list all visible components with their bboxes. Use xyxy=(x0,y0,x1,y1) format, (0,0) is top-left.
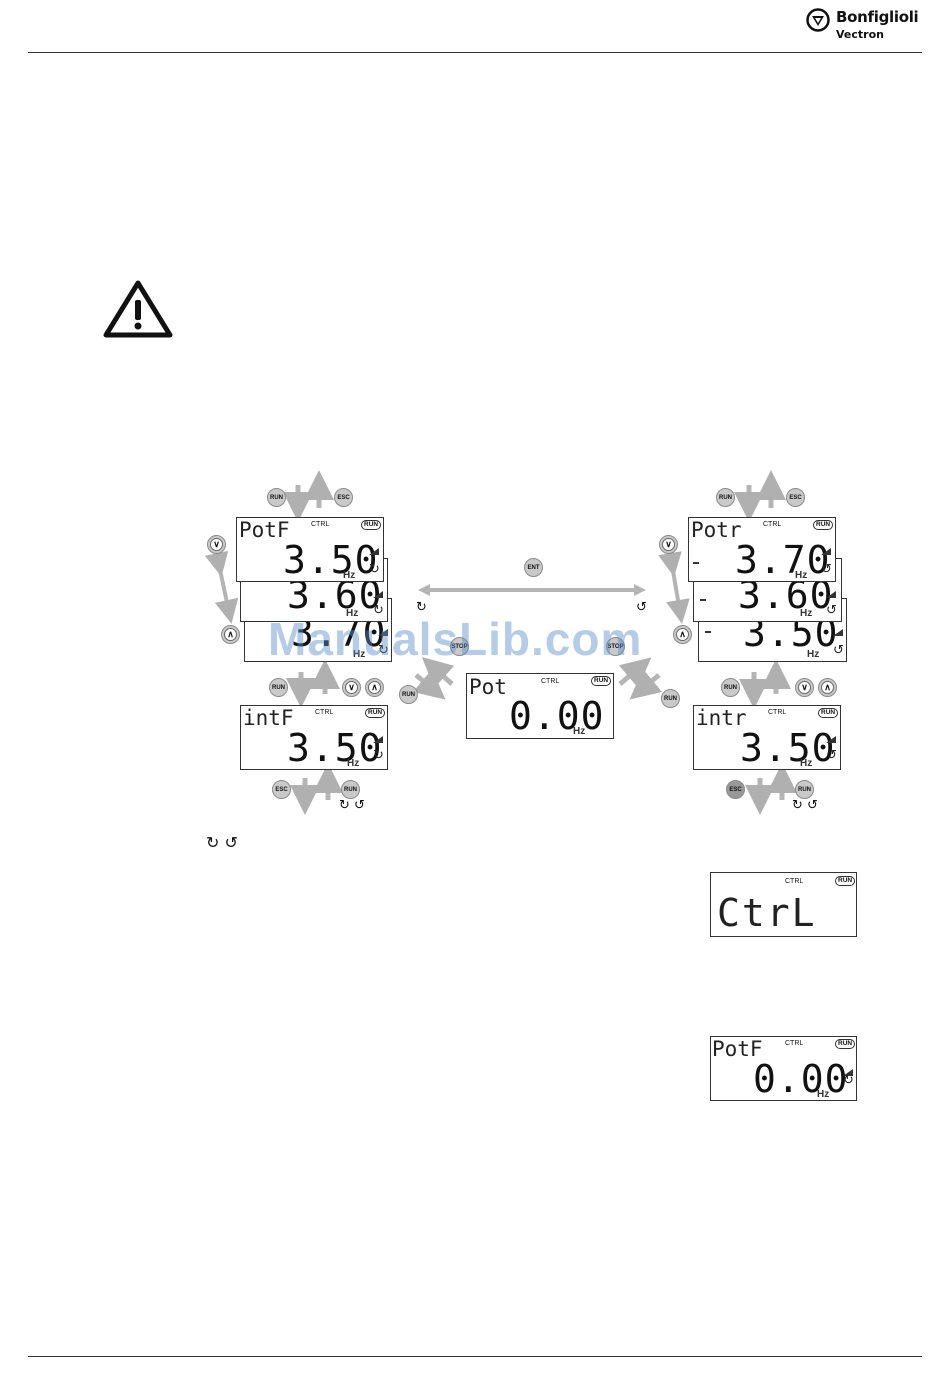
lcd-display-potf: PotF CTRL RUN 0.00 Hz ↻ xyxy=(710,1036,857,1101)
run-key[interactable]: RUN xyxy=(721,678,740,697)
up-chevron-icon: ∧ xyxy=(821,681,834,694)
run-key[interactable]: RUN xyxy=(661,689,680,708)
up-key[interactable]: ∧ xyxy=(221,625,240,644)
esc-key[interactable]: ESC xyxy=(786,488,805,507)
lcd-display-left-1: PotF CTRL RUN 3.50 Hz ↻ xyxy=(236,517,384,582)
esc-key[interactable]: ESC xyxy=(726,780,745,799)
run-key[interactable]: RUN xyxy=(267,488,286,507)
down-key[interactable]: ∨ xyxy=(659,535,678,554)
watermark: ManualsLib.com xyxy=(268,613,643,665)
run-key[interactable]: RUN xyxy=(399,685,418,704)
brand-logo: Bonfiglioli Vectron xyxy=(806,8,936,44)
up-key[interactable]: ∧ xyxy=(365,678,384,697)
rotation-cw-icon: ↻ xyxy=(416,600,427,615)
warning-icon xyxy=(103,280,173,338)
down-key[interactable]: ∨ xyxy=(342,678,361,697)
rotation-icon: ↺ xyxy=(833,643,844,658)
down-chevron-icon: ∨ xyxy=(210,538,223,551)
rotation-ccw-icon: ↺ xyxy=(636,600,647,615)
header-rule xyxy=(28,52,922,53)
lcd-display-ctrl: CTRL RUN CtrL xyxy=(710,872,857,937)
run-key[interactable]: RUN xyxy=(341,780,360,799)
up-chevron-icon: ∧ xyxy=(224,628,237,641)
lcd-display-jog-left: intF CTRL RUN 3.50 Hz ↻ xyxy=(240,705,388,770)
stop-key[interactable]: STOP xyxy=(450,637,469,656)
brand-subtitle: Vectron xyxy=(836,28,884,41)
rotation-icon: ↻ xyxy=(373,603,384,618)
esc-key[interactable]: ESC xyxy=(334,488,353,507)
down-key[interactable]: ∨ xyxy=(207,535,226,554)
rotation-icon: ↻ xyxy=(369,562,380,577)
up-chevron-icon: ∧ xyxy=(368,681,381,694)
down-chevron-icon: ∨ xyxy=(345,681,358,694)
run-key[interactable]: RUN xyxy=(716,488,735,507)
ent-key[interactable]: ENT xyxy=(524,558,543,577)
down-chevron-icon: ∨ xyxy=(798,681,811,694)
down-chevron-icon: ∨ xyxy=(662,538,675,551)
rotation-icon: ↺ xyxy=(826,748,837,763)
bonfiglioli-logo-icon xyxy=(806,8,830,32)
rotation-icon: ↺ xyxy=(826,603,837,618)
rotation-icon: ↻ xyxy=(373,748,384,763)
rotation-symbols: ↻ ↺ xyxy=(339,798,365,813)
rotation-icon: ↺ xyxy=(821,562,832,577)
lcd-display-right-1: Potr CTRL RUN 3.70 Hz ↺ xyxy=(688,517,836,582)
rotation-symbols: ↻ ↺ xyxy=(206,833,238,852)
run-key[interactable]: RUN xyxy=(269,678,288,697)
up-key[interactable]: ∧ xyxy=(818,678,837,697)
lcd-display-jog-right: intr CTRL RUN 3.50 Hz ↺ xyxy=(693,705,841,770)
up-key[interactable]: ∧ xyxy=(673,625,692,644)
rotation-icon: ↻ xyxy=(843,1073,854,1088)
lcd-display-center: Pot CTRL RUN 0.00 Hz xyxy=(466,673,614,739)
rotation-symbols: ↻ ↺ xyxy=(792,798,818,813)
footer-rule xyxy=(28,1356,922,1357)
esc-key[interactable]: ESC xyxy=(272,780,291,799)
up-chevron-icon: ∧ xyxy=(676,628,689,641)
down-key[interactable]: ∨ xyxy=(795,678,814,697)
stop-key[interactable]: STOP xyxy=(606,637,625,656)
brand-name: Bonfiglioli xyxy=(836,8,919,26)
run-key[interactable]: RUN xyxy=(795,780,814,799)
rotation-icon: ↻ xyxy=(378,643,389,658)
